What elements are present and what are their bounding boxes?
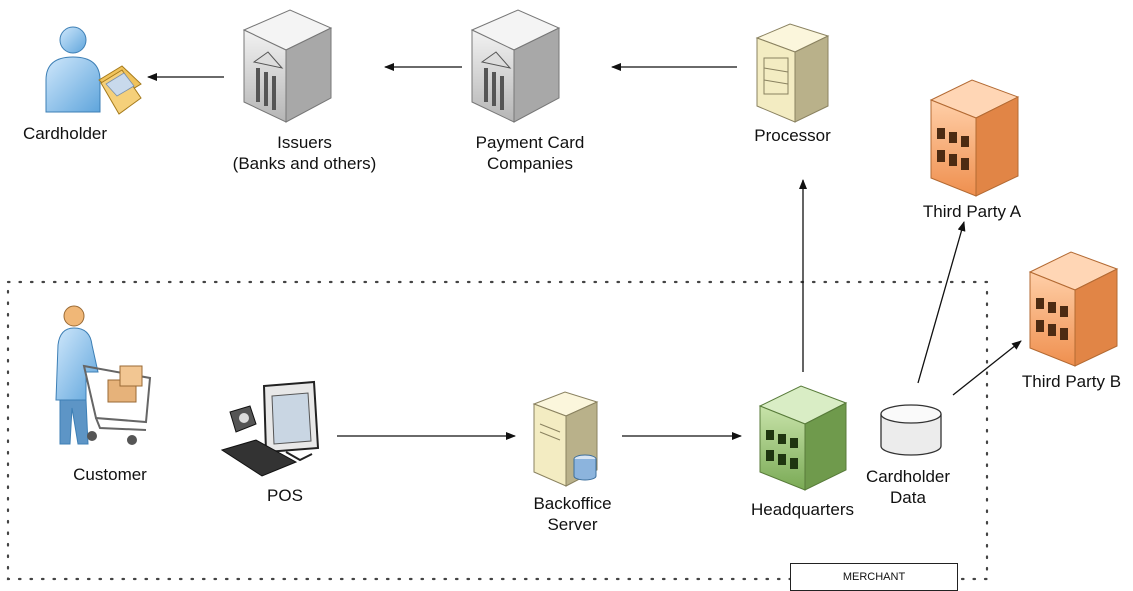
third-party-a-building-icon — [929, 79, 1020, 197]
arrow-data-to-third-party-b — [952, 340, 1022, 396]
issuers-label: Issuers (Banks and others) — [212, 132, 397, 174]
headquarters-building-icon — [758, 385, 848, 491]
issuers-label-line2: (Banks and others) — [232, 154, 377, 173]
pos-label: POS — [250, 485, 320, 506]
cardholder-icon — [45, 26, 142, 115]
backoffice-server-label-line2: Server — [547, 515, 598, 534]
cardholder-data-database-icon — [880, 404, 942, 456]
issuers-label-line1: Issuers — [277, 133, 332, 152]
processor-label: Processor — [735, 125, 850, 146]
backoffice-server-icon — [532, 391, 599, 487]
payment-card-companies-label-line1: Payment Card — [475, 133, 585, 152]
customer-with-cart-icon — [55, 305, 152, 445]
merchant-boundary — [6, 280, 989, 581]
third-party-b-building-icon — [1028, 251, 1119, 367]
headquarters-label-text: Headquarters — [750, 500, 854, 519]
arrow-data-to-third-party-a — [917, 221, 966, 384]
payment-card-companies-label: Payment Card Companies — [455, 132, 605, 174]
backoffice-server-label-line1: Backoffice — [533, 494, 612, 513]
payment-card-companies-building-icon — [470, 9, 561, 123]
cardholder-label: Cardholder — [15, 123, 115, 144]
processor-label-text: Processor — [754, 126, 831, 145]
cardholder-label-text: Cardholder — [22, 124, 108, 143]
third-party-b-label: Third Party B — [1010, 371, 1133, 392]
pos-terminal-icon — [220, 380, 320, 477]
customer-label-text: Customer — [73, 465, 147, 484]
processor-server-icon — [755, 23, 830, 123]
backoffice-server-label: Backoffice Server — [515, 493, 630, 535]
merchant-label: MERCHANT — [842, 571, 906, 583]
cardholder-data-label: Cardholder Data — [858, 466, 958, 508]
pos-label-text: POS — [267, 486, 303, 505]
headquarters-label: Headquarters — [740, 499, 865, 520]
issuers-building-icon — [242, 9, 333, 123]
merchant-label-box: MERCHANT — [790, 563, 958, 591]
cardholder-data-label-line2: Data — [890, 488, 926, 507]
third-party-b-label-text: Third Party B — [1021, 372, 1122, 391]
cardholder-data-label-line1: Cardholder — [865, 467, 951, 486]
customer-label: Customer — [55, 464, 165, 485]
payment-card-companies-label-line2: Companies — [487, 154, 573, 173]
third-party-a-label: Third Party A — [907, 201, 1037, 222]
third-party-a-label-text: Third Party A — [922, 202, 1022, 221]
